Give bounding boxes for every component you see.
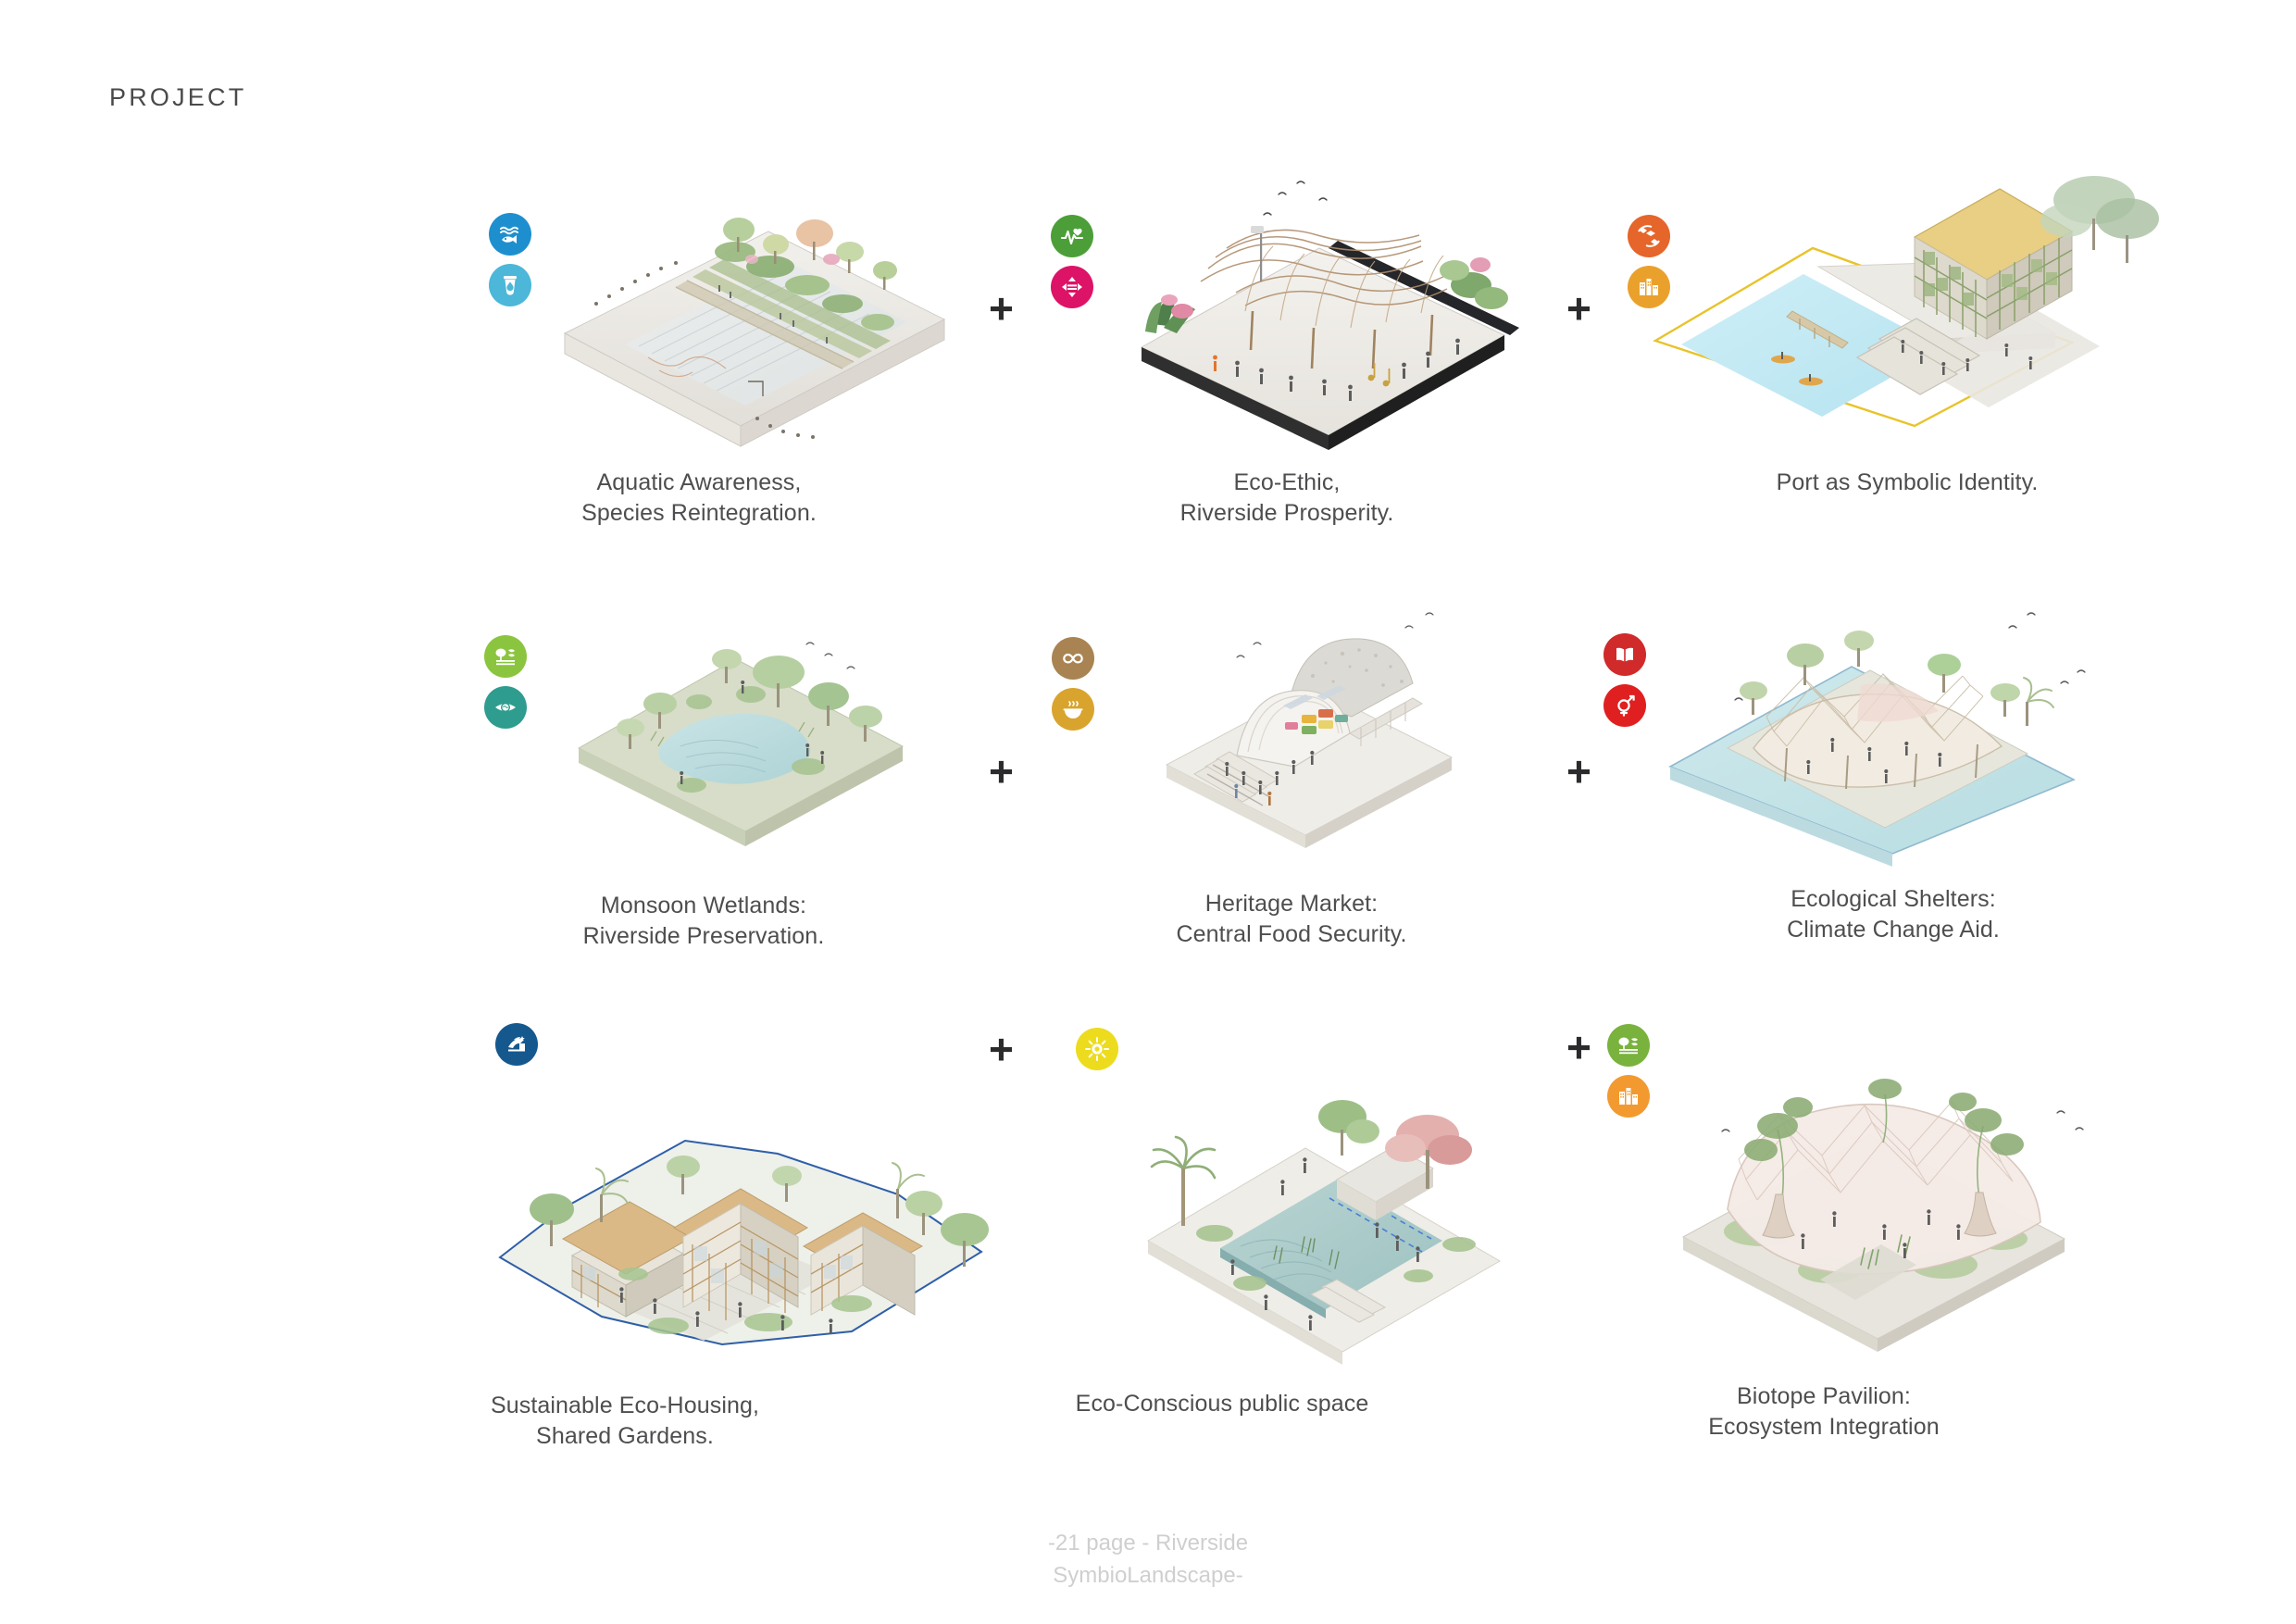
plus-separator: + [989,1025,1014,1073]
card-caption: Eco-Ethic, Riverside Prosperity. [1179,469,1394,526]
sdg-badges-ecological-shelters [1603,633,1646,727]
sdg-2-zero-hunger-icon [1052,688,1094,731]
plus-separator: + [1566,284,1591,332]
sdg-badges-eco-housing [495,1023,538,1066]
sdg-7-clean-energy-icon [1076,1028,1118,1070]
footer-note: -21 page - Riverside SymbioLandscape- [1047,1530,1249,1588]
sdg-badges-aquatic-awareness [489,213,531,306]
scene-port-pavilion [1637,148,2159,444]
card-caption: Port as Symbolic Identity. [1776,469,2039,495]
card-caption: Eco-Conscious public space [1075,1391,1369,1417]
sdg-4-quality-education-icon [1603,633,1646,676]
card-caption: Sustainable Eco-Housing, Shared Gardens. [490,1393,760,1449]
sdg-5-gender-equality-icon [1603,684,1646,727]
card-caption: Ecological Shelters: Climate Change Aid. [1787,886,2000,943]
sdg-15-life-on-land-icon [1607,1024,1650,1067]
scene-canopy-market [1097,130,1541,454]
sdg-badges-monsoon-wetlands [484,635,527,729]
sdg-badges-heritage-market [1052,637,1094,731]
sdg-badges-eco-ethic [1051,215,1093,308]
card-caption: Heritage Market: Central Food Security. [1176,891,1407,947]
card-caption: Monsoon Wetlands: Riverside Preservation… [582,893,825,949]
scene-riverbank-terraces [537,148,972,454]
sdg-12-responsible-consumption-icon [1628,215,1670,257]
sdg-3-good-health-icon [1051,215,1093,257]
plus-separator: + [989,747,1014,795]
scene-vaulted-market [1128,574,1516,852]
plus-separator: + [1566,747,1591,795]
sdg-6-clean-water-icon [489,264,531,306]
sdg-12-infinity-icon [1052,637,1094,680]
sdg-11-sustainable-cities-icon [1607,1075,1650,1118]
sdg-badges-biotope-pavilion [1607,1024,1650,1118]
plus-separator: + [989,284,1014,332]
scene-public-pool [1111,1046,1546,1365]
plus-separator: + [1566,1023,1591,1071]
sdg-13-climate-action-icon [484,686,527,729]
scene-biotope-dome [1639,1009,2129,1352]
scene-wetland-pond [551,593,949,852]
card-caption: Aquatic Awareness, Species Reintegration… [581,469,817,526]
sdg-15-life-on-land-icon [484,635,527,678]
sdg-badges-public-space [1076,1028,1118,1070]
sdg-10-reduced-inequalities-icon [1051,266,1093,308]
sdg-11-sustainable-cities-icon [1628,266,1670,308]
scene-shelter-canopy [1639,583,2120,867]
sdg-14-life-below-water-icon [489,213,531,256]
sdg-badges-port-identity [1628,215,1670,308]
page-title: PROJECT [109,83,247,111]
card-caption: Biotope Pavilion: Ecosystem Integration [1708,1383,1940,1440]
sdg-16-peace-justice-icon [495,1023,538,1066]
scene-eco-housing [463,1056,1037,1361]
